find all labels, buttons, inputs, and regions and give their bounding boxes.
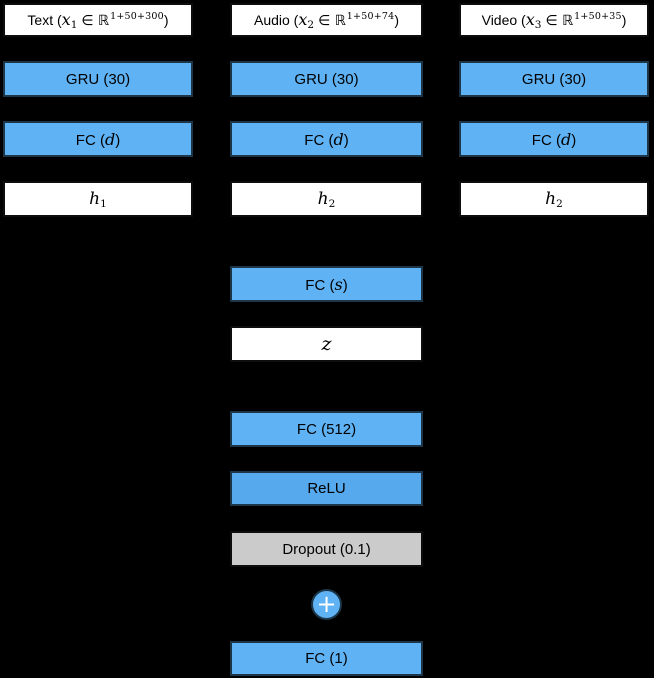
fc-d-video-param: d (560, 129, 572, 149)
input-label-video: Video (x3∈ ℝ1+50+35) (482, 10, 627, 31)
gru-box-video: GRU (30) (459, 61, 649, 97)
fc-d-audio-suffix: ) (343, 131, 349, 149)
fc-s-label: FC (s) (305, 275, 347, 294)
dropout-box: Dropout (0.1) (230, 531, 423, 567)
fc-d-label-video: FC (d) (532, 130, 576, 149)
input-audio-subscript: 2 (307, 18, 315, 31)
hidden-text-subscript: 1 (100, 197, 107, 210)
gru-label-text: GRU (30) (65, 70, 131, 88)
fc-d-box-text: FC (d) (3, 121, 193, 157)
hidden-video-variable: h (545, 188, 557, 209)
gru-box-text: GRU (30) (3, 61, 193, 97)
fc-d-box-audio: FC (d) (230, 121, 423, 157)
hidden-audio-subscript: 2 (328, 197, 336, 210)
sum-node-icon: + (311, 589, 342, 620)
fc-512-label: FC (512) (296, 420, 357, 438)
fc-d-label-text: FC (d) (76, 130, 120, 149)
fc-d-box-video: FC (d) (459, 121, 649, 157)
latent-z-box: z (230, 326, 423, 362)
hidden-label-video: h2 (545, 189, 563, 210)
hidden-label-text: h1 (89, 189, 107, 210)
input-audio-prefix: Audio ( (253, 11, 299, 28)
fc-d-text-prefix: FC ( (75, 131, 105, 149)
input-label-audio: Audio (x2∈ ℝ1+50+74) (254, 10, 399, 31)
fc-1-label: FC (1) (305, 650, 348, 667)
input-audio-membership: ∈ ℝ (318, 12, 346, 29)
fc-d-text-param: d (104, 129, 116, 149)
input-audio-superscript: 1+50+74 (346, 10, 395, 22)
plus-icon: + (316, 589, 337, 618)
hidden-text-variable: h (89, 188, 101, 209)
fc-d-audio-param: d (333, 129, 344, 149)
dropout-label: Dropout (0.1) (282, 540, 371, 558)
fc-1-box: FC (1) (230, 641, 423, 676)
fc-d-label-audio: FC (d) (304, 130, 348, 149)
fc-s-suffix: ) (342, 276, 348, 294)
input-box-video: Video (x3∈ ℝ1+50+35) (459, 3, 649, 37)
hidden-label-audio: h2 (318, 189, 336, 210)
hidden-audio-variable: h (317, 188, 329, 209)
fc-s-prefix: FC ( (305, 276, 335, 294)
gru-label-audio: GRU (30) (294, 70, 359, 88)
input-text-superscript: 1+50+300 (110, 10, 164, 22)
input-audio-variable: x (298, 9, 308, 29)
hidden-box-audio: h2 (230, 181, 423, 217)
input-text-membership: ∈ ℝ (81, 12, 110, 29)
input-text-suffix: ) (163, 11, 169, 28)
input-audio-suffix: ) (394, 11, 400, 28)
input-video-superscript: 1+50+35 (574, 10, 622, 22)
fc-d-video-suffix: ) (571, 131, 577, 149)
input-text-prefix: Text ( (27, 11, 62, 28)
input-box-audio: Audio (x2∈ ℝ1+50+74) (230, 3, 423, 37)
fc-d-audio-prefix: FC ( (304, 131, 334, 149)
input-video-variable: x (525, 9, 535, 29)
input-video-suffix: ) (621, 11, 627, 28)
fc-d-video-prefix: FC ( (531, 131, 561, 149)
input-video-membership: ∈ ℝ (545, 12, 574, 29)
input-box-text: Text (x1∈ ℝ1+50+300) (3, 3, 193, 37)
latent-z-label: z (321, 333, 331, 355)
hidden-video-subscript: 2 (556, 197, 563, 210)
hidden-box-text: h1 (3, 181, 193, 217)
fc-s-box: FC (s) (230, 266, 423, 302)
gru-box-audio: GRU (30) (230, 61, 423, 97)
fc-512-box: FC (512) (230, 411, 423, 447)
input-text-subscript: 1 (70, 18, 78, 31)
fc-d-text-suffix: ) (115, 131, 121, 149)
input-text-variable: x (61, 9, 71, 29)
input-label-text: Text (x1∈ ℝ1+50+300) (27, 10, 168, 31)
input-video-subscript: 3 (534, 18, 542, 31)
input-video-prefix: Video ( (481, 11, 526, 28)
relu-box: ReLU (230, 471, 423, 506)
hidden-box-video: h2 (459, 181, 649, 217)
relu-label: ReLU (307, 480, 346, 497)
fc-s-param: s (334, 274, 343, 294)
gru-label-video: GRU (30) (521, 70, 587, 88)
latent-z-variable: z (321, 333, 332, 355)
